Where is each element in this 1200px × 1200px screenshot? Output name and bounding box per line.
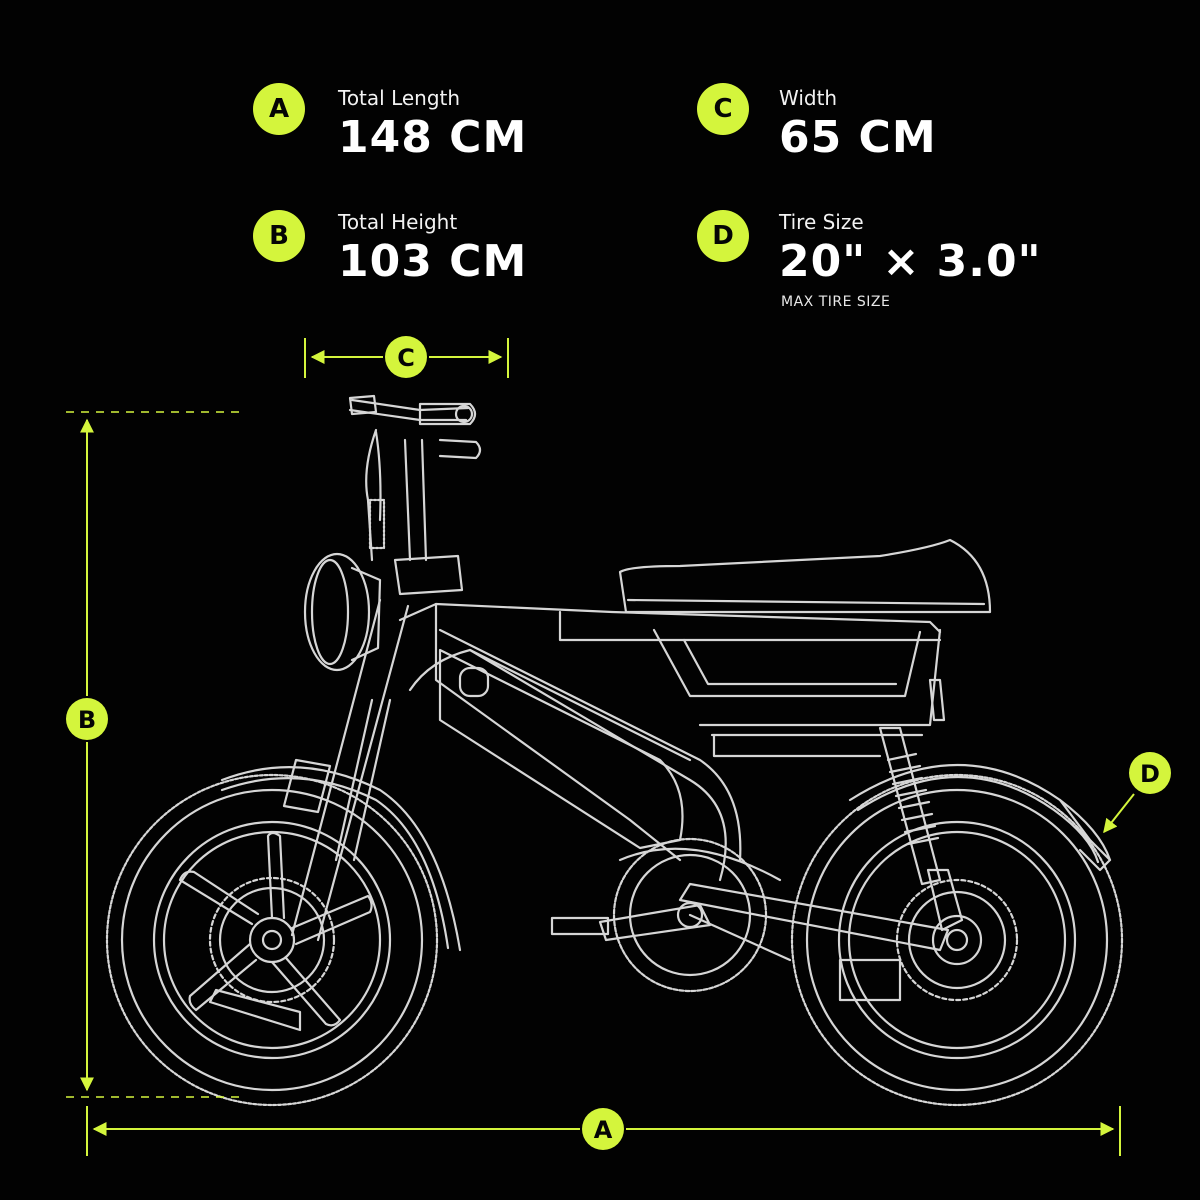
width-dimension: C <box>304 336 509 378</box>
tire-dimension: D <box>1103 752 1171 834</box>
handlebar <box>348 394 482 596</box>
rear-shock <box>878 726 942 886</box>
spec-badge-a: A <box>253 83 305 135</box>
marker-b-label: B <box>78 706 96 734</box>
front-fork <box>282 598 410 942</box>
bike-line-art <box>105 394 1124 1107</box>
length-dimension: A <box>86 1106 1121 1156</box>
spec-label-total-height: Total Height <box>338 210 458 234</box>
frame <box>398 602 942 882</box>
headlight <box>303 552 382 672</box>
marker-c-badge <box>385 336 427 378</box>
spec-value-width: 65 CM <box>779 112 937 163</box>
spec-label-total-length: Total Length <box>338 86 461 110</box>
spec-value-total-height: 103 CM <box>338 236 528 287</box>
spec-value-tire-size: 20" × 3.0" <box>779 236 1042 287</box>
marker-d-label: D <box>1140 760 1160 788</box>
seat <box>618 538 992 614</box>
spec-value-total-length: 148 CM <box>338 112 528 163</box>
spec-note-max-tire-size: MAX TIRE SIZE <box>781 294 891 310</box>
height-dimension: B <box>66 411 246 1098</box>
spec-badge-b: B <box>253 210 305 262</box>
rear-fender <box>848 763 1112 862</box>
rear-wheel <box>790 773 1124 1107</box>
marker-c-label: C <box>397 344 415 372</box>
front-fender <box>220 766 462 952</box>
marker-d-badge <box>1129 752 1171 794</box>
spec-badge-c: C <box>697 83 749 135</box>
kickstand <box>928 678 946 722</box>
spec-label-width: Width <box>779 86 838 110</box>
battery <box>438 648 684 850</box>
drivetrain <box>550 837 950 993</box>
spec-label-tire-size: Tire Size <box>779 210 864 234</box>
front-wheel <box>105 773 439 1107</box>
marker-b-badge <box>66 698 108 740</box>
spec-badge-d: D <box>697 210 749 262</box>
dimension-annotations: C B A <box>66 336 1171 1156</box>
marker-a-label: A <box>594 1116 613 1144</box>
marker-a-badge <box>582 1108 624 1150</box>
